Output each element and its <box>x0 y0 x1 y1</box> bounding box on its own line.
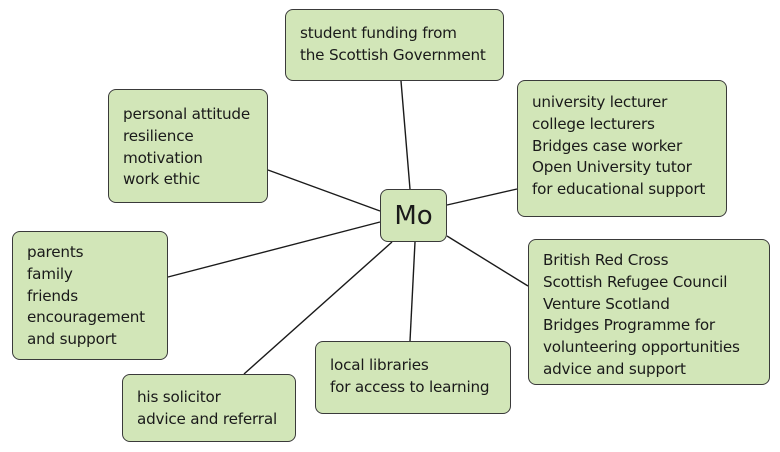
node-line: for access to learning <box>330 377 490 396</box>
link-solicitor <box>243 241 393 375</box>
node-line: motivation <box>123 148 203 167</box>
node-family: parents family friends encouragement and… <box>12 231 168 360</box>
node-line: resilience <box>123 126 194 145</box>
node-line: local libraries <box>330 356 429 374</box>
node-line: British Red Cross <box>543 251 669 269</box>
node-line: advice and support <box>543 359 686 378</box>
center-label: Mo <box>394 200 433 231</box>
node-line: encouragement <box>27 308 145 327</box>
node-line: his solicitor <box>137 388 221 406</box>
node-line: personal attitude <box>123 105 251 123</box>
node-line: Open University tutor <box>532 158 692 177</box>
node-line: student funding from <box>300 24 457 42</box>
node-line: the Scottish Government <box>300 45 486 64</box>
center-node-mo: Mo <box>380 189 447 242</box>
node-personal-attitude: personal attitude resilience motivation … <box>108 89 268 203</box>
node-local-libraries: local libraries for access to learning <box>315 341 511 414</box>
node-organisations: British Red Cross Scottish Refugee Counc… <box>528 239 770 385</box>
link-funding <box>400 80 411 190</box>
link-family <box>167 221 381 278</box>
link-organisations <box>446 235 529 287</box>
node-line: Scottish Refugee Council <box>543 272 728 291</box>
node-line: volunteering opportunities <box>543 338 740 357</box>
node-educators: university lecturer college lecturers Br… <box>517 80 727 217</box>
node-student-funding: student funding from the Scottish Govern… <box>285 9 504 81</box>
node-line: parents <box>27 243 84 261</box>
node-line: university lecturer <box>532 93 668 111</box>
link-libraries <box>409 241 416 342</box>
node-solicitor: his solicitor advice and referral <box>122 374 296 442</box>
node-line: friends <box>27 286 78 305</box>
node-line: for educational support <box>532 180 706 199</box>
node-line: advice and referral <box>137 409 277 428</box>
node-line: Bridges Programme for <box>543 316 715 335</box>
node-line: and support <box>27 330 117 349</box>
node-line: work ethic <box>123 170 201 189</box>
node-line: family <box>27 264 73 283</box>
link-personal <box>267 169 381 212</box>
node-line: Bridges case worker <box>532 136 682 155</box>
link-educators <box>446 188 518 206</box>
node-line: Venture Scotland <box>543 294 670 313</box>
node-line: college lecturers <box>532 114 655 133</box>
